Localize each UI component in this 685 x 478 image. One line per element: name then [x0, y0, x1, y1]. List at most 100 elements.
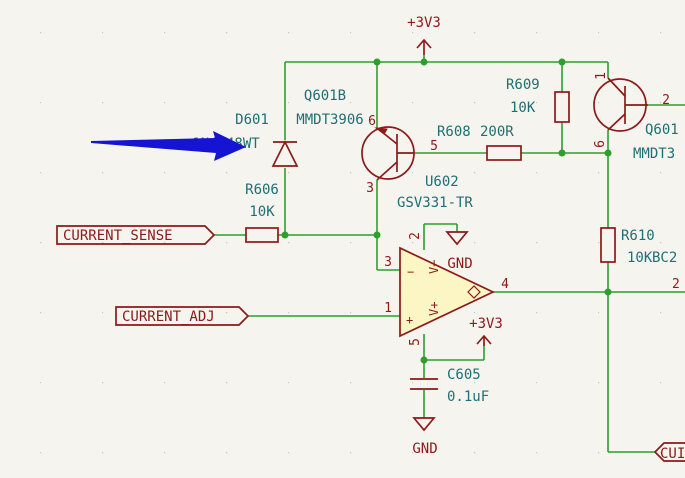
r608-ref: R608 [437, 124, 471, 140]
vcc-opamp-label: +3V3 [469, 316, 503, 332]
grid-dot [226, 32, 228, 34]
grid-dot [412, 102, 414, 104]
q601b-pin-base: 5 [430, 139, 438, 154]
grid-dot [660, 242, 662, 244]
annotation-arrow-icon [91, 131, 246, 161]
right-output-text: CUI [660, 446, 685, 462]
grid-dot [412, 452, 414, 454]
grid-dot [164, 32, 166, 34]
r606-value: 10K [249, 204, 275, 220]
netlabel-current-sense[interactable]: CURRENT_SENSE [56, 225, 216, 245]
resistor-r609[interactable]: R609 10K [506, 77, 570, 123]
capacitor-c605[interactable]: C605 0.1uF [410, 367, 489, 405]
grid-dot [598, 242, 600, 244]
grid-dot [40, 312, 42, 314]
q601a-pin-bottom: 6 [593, 140, 608, 148]
grid-dot [536, 382, 538, 384]
grid-dot [102, 242, 104, 244]
u602-vneg-label: V− [427, 260, 441, 274]
vcc-top-label: +3V3 [407, 15, 441, 31]
grid-dot [350, 32, 352, 34]
grid-dot [164, 172, 166, 174]
q601a-ref: Q601 [645, 122, 679, 138]
grid-dot [102, 312, 104, 314]
power-gnd-cap: GND [412, 417, 438, 457]
junction [373, 58, 381, 66]
junction [420, 58, 428, 66]
grid-dot [102, 102, 104, 104]
q601b-value: MMDT3906 [296, 112, 363, 128]
grid-dot [536, 452, 538, 454]
u602-pin-in-neg: 3 [384, 255, 392, 270]
grid-dot [536, 102, 538, 104]
d601-ref: D601 [235, 112, 269, 128]
grid-dot [40, 102, 42, 104]
gnd-cap-label: GND [412, 441, 437, 457]
grid-dot [660, 452, 662, 454]
grid-dot [660, 382, 662, 384]
c605-value: 0.1uF [447, 389, 489, 405]
r610-overlap-text: BC2 [652, 250, 677, 266]
grid-dot [660, 102, 662, 104]
transistor-q601a[interactable]: 1 2 6 Q601 MMDT3 [593, 72, 679, 162]
grid-dot [660, 172, 662, 174]
grid-dot [350, 102, 352, 104]
u602-pin-vpos: 5 [408, 338, 423, 346]
grid-dots [40, 32, 662, 454]
grid-dot [164, 312, 166, 314]
grid-dot [598, 32, 600, 34]
grid-dot [288, 452, 290, 454]
opamp-u602[interactable]: − + V− V+ 3 1 4 2 5 U602 GSV331-TR [384, 174, 509, 346]
u602-minus-sign: − [407, 265, 414, 279]
resistor-r608[interactable]: R608 200R [437, 124, 522, 161]
resistor-r610[interactable]: R610 10K BC2 [600, 227, 677, 266]
netlabel-right-output[interactable]: CUI [653, 442, 685, 462]
r610-value: 10K [627, 250, 653, 266]
grid-dot [288, 382, 290, 384]
grid-dot [474, 452, 476, 454]
grid-dot [536, 242, 538, 244]
grid-dot [598, 312, 600, 314]
grid-dot [226, 102, 228, 104]
power-vcc-opamp: +3V3 [469, 316, 503, 346]
u602-output-marker [467, 285, 481, 299]
junction [373, 231, 381, 239]
transistor-q601b[interactable]: Q601B MMDT3906 6 5 3 [296, 88, 438, 196]
grid-dot [164, 102, 166, 104]
grid-dot [288, 312, 290, 314]
c605-ref: C605 [447, 367, 481, 383]
netlabel-current-adj[interactable]: CURRENT_ADJ [115, 306, 250, 326]
current-adj-text: CURRENT_ADJ [122, 309, 215, 325]
grid-dot [350, 452, 352, 454]
grid-dot [660, 32, 662, 34]
junctions [281, 58, 612, 364]
grid-dot [226, 452, 228, 454]
grid-dot [350, 382, 352, 384]
u602-pin-vneg: 2 [408, 232, 423, 240]
r610-ref: R610 [621, 228, 655, 244]
junction [558, 58, 566, 66]
current-sense-text: CURRENT_SENSE [63, 228, 173, 244]
grid-dot [102, 172, 104, 174]
grid-dot [598, 102, 600, 104]
grid-dot [164, 242, 166, 244]
q601b-ref: Q601B [304, 88, 346, 104]
junction [604, 288, 612, 296]
grid-dot [536, 312, 538, 314]
u602-ref: U602 [425, 174, 459, 190]
q601a-pin-top: 1 [594, 72, 609, 80]
u602-pin-in-pos: 1 [384, 301, 392, 316]
grid-dot [288, 242, 290, 244]
grid-dot [164, 382, 166, 384]
grid-dot [226, 382, 228, 384]
resistor-r606[interactable]: R606 10K [245, 182, 279, 243]
grid-dot [40, 172, 42, 174]
grid-dot [598, 172, 600, 174]
u602-value: GSV331-TR [397, 195, 473, 211]
right-output-pin: 2 [672, 277, 680, 292]
grid-dot [350, 172, 352, 174]
q601b-pin-collector: 3 [366, 181, 374, 196]
grid-dot [350, 312, 352, 314]
junction [558, 149, 566, 157]
